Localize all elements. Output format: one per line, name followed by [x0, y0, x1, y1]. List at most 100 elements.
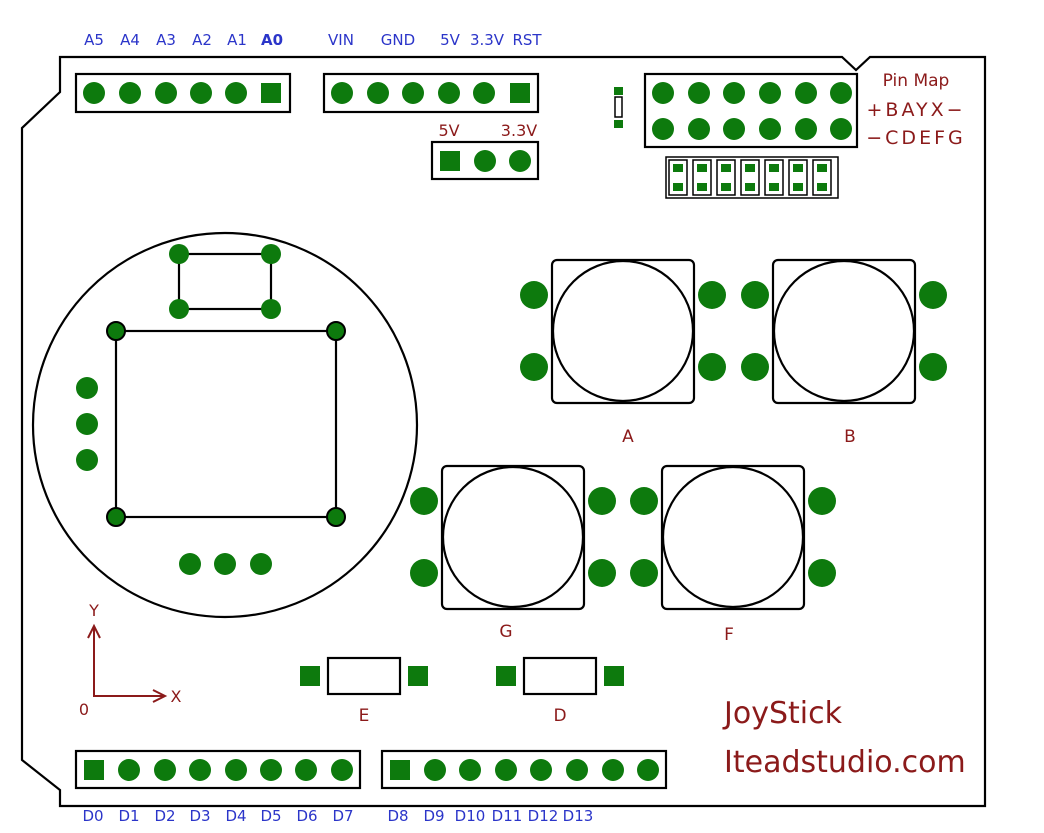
header-pad	[652, 82, 674, 104]
header-pad	[652, 118, 674, 140]
pin-label-a2: A2	[192, 31, 212, 49]
button-d: D	[496, 656, 624, 726]
button-b: B	[741, 258, 947, 447]
pin-label-d7: D7	[332, 807, 353, 825]
button-f-label: F	[724, 625, 734, 645]
resistor-array-outline	[665, 156, 839, 199]
header-pad	[830, 118, 852, 140]
button-d-label: D	[553, 706, 566, 726]
joystick-pot-pad	[179, 553, 201, 575]
header-pad	[759, 82, 781, 104]
header-pad	[688, 82, 710, 104]
joystick-pot-pad	[76, 413, 98, 435]
button-g-label: G	[499, 622, 512, 642]
joystick-circle	[31, 231, 419, 619]
pin-map-row1: +BAYX−	[866, 99, 965, 121]
pin-label-d4: D4	[225, 807, 246, 825]
joystick-switch-outline	[177, 252, 273, 311]
pin-map-header	[643, 72, 859, 149]
joystick-mount-hole	[106, 507, 126, 527]
pin-label-a3: A3	[156, 31, 176, 49]
analog-header-outline	[74, 72, 292, 114]
pin-label-d3: D3	[189, 807, 210, 825]
header-pad	[83, 82, 105, 104]
pin-map-legend: Pin Map +BAYX− −CDEFG	[866, 71, 965, 149]
pin-label-d1: D1	[118, 807, 139, 825]
header-pad	[795, 118, 817, 140]
button-e-label: E	[359, 706, 370, 726]
voltage-label-5v: 5V	[438, 121, 459, 140]
resistor-array	[665, 156, 839, 199]
smd-body	[614, 96, 623, 118]
joystick-pot-pad	[250, 553, 272, 575]
voltage-label-3v3: 3.3V	[501, 121, 537, 140]
header-pad	[830, 82, 852, 104]
pin-label-3v3: 3.3V	[470, 31, 505, 49]
header-pad	[509, 150, 531, 172]
brand-url: Iteadstudio.com	[724, 745, 966, 780]
digital-header-low-outline	[74, 749, 362, 790]
joystick-mount-hole	[326, 321, 346, 341]
axis-origin-label: 0	[79, 700, 89, 719]
pin-label-5v: 5V	[440, 31, 461, 49]
digital-header-high-outline	[380, 749, 668, 790]
pin-label-d10: D10	[455, 807, 486, 825]
pin-label-d11: D11	[492, 807, 523, 825]
joystick-pad	[169, 244, 189, 264]
joystick-body-outline	[114, 329, 338, 519]
header-pad	[723, 118, 745, 140]
header-pad	[723, 82, 745, 104]
pin-label-d5: D5	[260, 807, 281, 825]
header-pad	[474, 150, 496, 172]
branding: JoyStick Iteadstudio.com	[722, 696, 966, 780]
pin-label-a5: A5	[84, 31, 104, 49]
header-pad	[331, 82, 353, 104]
smd-pad	[614, 120, 623, 128]
pin-label-d12: D12	[528, 807, 559, 825]
header-pad	[795, 82, 817, 104]
button-b-label: B	[844, 427, 856, 447]
joystick-mount-hole	[106, 321, 126, 341]
joystick-pad	[261, 299, 281, 319]
joystick-pot-pad	[76, 377, 98, 399]
pin-label-a1: A1	[227, 31, 247, 49]
joystick-pot-pad	[214, 553, 236, 575]
header-pad	[759, 118, 781, 140]
pin-label-d6: D6	[296, 807, 317, 825]
pin-label-gnd: GND	[381, 31, 415, 49]
power-header: VIN GND 5V 3.3V RST	[322, 31, 542, 114]
analog-header: A5 A4 A3 A2 A1 A0	[74, 31, 292, 114]
axis-x-label: X	[171, 687, 182, 706]
pin-map-row2: −CDEFG	[866, 127, 965, 149]
header-pad	[155, 82, 177, 104]
pin-map-header-outline	[643, 72, 859, 149]
digital-header-high: D8 D9 D10 D11 D12 D13	[380, 749, 668, 825]
header-pad-square	[261, 83, 281, 103]
axes-indicator: Y X 0	[79, 601, 182, 719]
board-outline	[20, 55, 987, 808]
header-pad	[225, 82, 247, 104]
digital-header-low: D0 D1 D2 D3 D4 D5 D6 D7	[74, 749, 362, 825]
pin-label-a4: A4	[120, 31, 140, 49]
joystick-module	[31, 231, 419, 619]
button-f: F	[630, 464, 836, 645]
header-pad	[438, 82, 460, 104]
axis-y-label: Y	[88, 601, 99, 620]
voltage-selector: 5V 3.3V	[430, 121, 540, 181]
header-pad	[402, 82, 424, 104]
header-pad	[473, 82, 495, 104]
pin-label-d9: D9	[423, 807, 444, 825]
joystick-mount-hole	[326, 507, 346, 527]
header-pad	[190, 82, 212, 104]
pin-label-d13: D13	[563, 807, 594, 825]
pin-label-a0: A0	[261, 31, 283, 49]
voltage-selector-outline	[430, 140, 540, 181]
joystick-pad	[261, 244, 281, 264]
button-a-label: A	[622, 427, 634, 447]
header-pad-square	[440, 151, 460, 171]
pin-label-d0: D0	[82, 807, 103, 825]
pin-map-title: Pin Map	[883, 71, 950, 91]
button-g: G	[410, 464, 616, 642]
smd-resistor	[614, 87, 623, 128]
